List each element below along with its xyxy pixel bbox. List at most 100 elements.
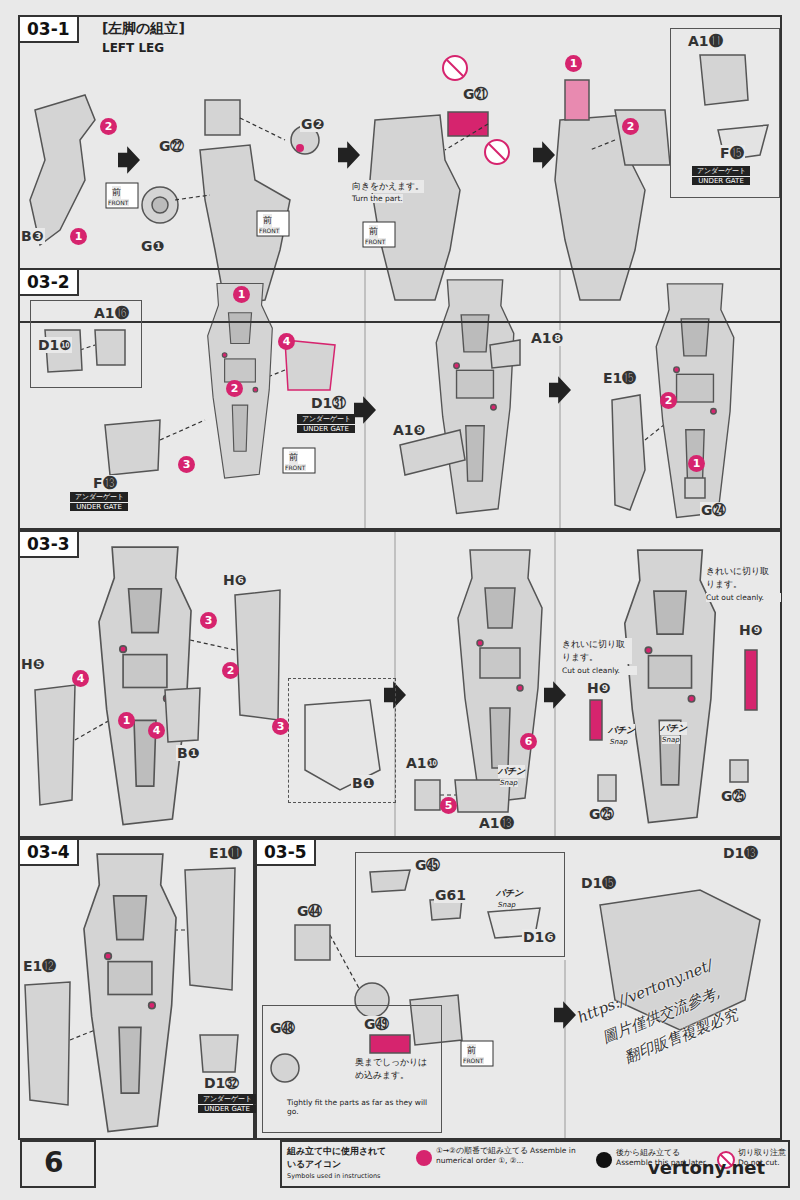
part-label: G㊹ <box>296 903 324 919</box>
callout-number: 6 <box>520 733 537 750</box>
drawing-part <box>370 1035 410 1053</box>
parts-row3 <box>35 547 757 824</box>
front-icon-text: FRONT <box>259 227 280 234</box>
drawing-part <box>175 195 210 200</box>
part-label: A1❿ <box>405 755 439 771</box>
drawing-part <box>200 1035 238 1072</box>
note-text: きれいに切り取ります。 <box>562 638 632 664</box>
drawing-part <box>458 550 542 803</box>
snap-text: パチン <box>498 765 525 778</box>
note-text: 奥までしっかりはめ込みます。 <box>355 1056 435 1082</box>
note-text: 向きをかえます。 <box>352 180 424 193</box>
part-label: A1⓰ <box>93 305 130 321</box>
drawing-part <box>257 211 289 236</box>
part-label: G㊽ <box>269 1020 297 1036</box>
callout-number: 3 <box>272 718 289 735</box>
drawing-part <box>240 118 285 140</box>
inset-box: B❶ <box>288 678 396 803</box>
drawing-part <box>283 448 315 473</box>
drawing-part <box>718 125 768 160</box>
callout-number: 3 <box>200 612 217 629</box>
drawing-part <box>235 590 280 720</box>
drawing-part <box>565 80 589 120</box>
part-label: A1⓫ <box>687 33 724 49</box>
part-label: D1㉜ <box>203 1075 240 1091</box>
note-text: LEFT LEG <box>102 41 164 55</box>
part-label: G㉕ <box>720 788 748 804</box>
callout-number: 2 <box>226 380 243 397</box>
under-gate-badge: アンダーゲート <box>70 492 128 502</box>
drawing-part <box>106 183 138 208</box>
parts-row2 <box>45 280 734 518</box>
note-text: Tightly fit the parts as far as they wil… <box>287 1098 437 1116</box>
part-label: H❾ <box>738 622 764 638</box>
inset-box: G㊺G61パチンSnapD1❻ <box>355 852 565 957</box>
drawing-part <box>208 284 273 479</box>
front-icon-text: FRONT <box>285 464 306 471</box>
front-icon-text: 前 <box>369 225 378 238</box>
part-label: D1❿ <box>37 337 72 353</box>
front-icon-text: 前 <box>112 186 121 199</box>
drawing-part <box>549 376 571 404</box>
drawing-part <box>730 760 748 782</box>
drawing-part <box>152 197 168 213</box>
drawing-part <box>598 775 616 801</box>
drawing-part <box>295 925 330 960</box>
part-label: G㉒ <box>158 138 186 154</box>
note-text: 6 <box>44 1146 63 1179</box>
callout-number: 2 <box>660 392 677 409</box>
drawing-part <box>436 280 514 514</box>
part-label: B❸ <box>20 228 45 244</box>
callout-number: 2 <box>222 662 239 679</box>
step-panel: 03-3B❶ <box>18 530 782 838</box>
drawing-part <box>105 420 160 475</box>
drawing-part <box>745 650 757 710</box>
front-icon-text: FRONT <box>365 238 386 245</box>
callout-number: 2 <box>100 118 117 135</box>
front-icon-text: 前 <box>263 214 272 227</box>
drawing-part <box>70 1030 95 1040</box>
legend-text: 後から組み立てる Assemble this part later. <box>616 1148 716 1167</box>
callout-number: 4 <box>72 670 89 687</box>
callout-number: 4 <box>148 722 165 739</box>
drawing-part <box>490 340 520 368</box>
drawing-part <box>565 960 566 1138</box>
under-gate-badge: UNDER GATE <box>70 503 128 511</box>
part-label: G㊾ <box>363 1016 391 1032</box>
note-text: Symbols used in instructions <box>287 1172 397 1180</box>
drawing-part <box>415 780 440 810</box>
drawing-part <box>685 478 705 498</box>
under-gate-badge: アンダーゲート <box>198 1094 256 1104</box>
drawing-part <box>30 95 95 245</box>
callout-number: 1 <box>118 712 135 729</box>
drawing-part <box>160 420 205 440</box>
drawing-part <box>200 145 290 305</box>
drawing-part <box>338 141 360 169</box>
part-label: G❶ <box>140 238 165 254</box>
drawing-part <box>485 140 509 164</box>
drawing-part <box>416 1150 432 1166</box>
drawing-part <box>533 141 555 169</box>
part-label: A1❾ <box>392 422 426 438</box>
part-label: E1⓯ <box>602 370 637 386</box>
drawing-part <box>590 140 615 150</box>
part-label: G㉑ <box>462 86 490 102</box>
drawing-part <box>656 284 734 518</box>
drawing-part <box>448 112 488 136</box>
callout-number: 1 <box>70 228 87 245</box>
part-label: D1㉛ <box>310 395 347 411</box>
no-cut-icons <box>443 56 509 164</box>
part-label: E1⓫ <box>208 845 243 861</box>
legend-text: 切り取り注意 Do not cut. <box>738 1148 788 1167</box>
snap-text: Snap <box>610 738 628 746</box>
inset-box: D1❿ A1⓰ <box>30 300 142 388</box>
drawing-part <box>612 395 645 510</box>
part-label: D1⓯ <box>580 875 617 891</box>
step-panel: 03-1[左脚の組立]LEFT LEGA1⓫F⓯ <box>18 15 782 323</box>
front-icon-text: FRONT <box>463 1057 484 1064</box>
drawing-part <box>271 1054 299 1082</box>
part-label: H❻ <box>222 572 248 588</box>
info-box: 6 <box>20 1140 96 1188</box>
note-text: Cut out cleanly. <box>706 593 781 602</box>
